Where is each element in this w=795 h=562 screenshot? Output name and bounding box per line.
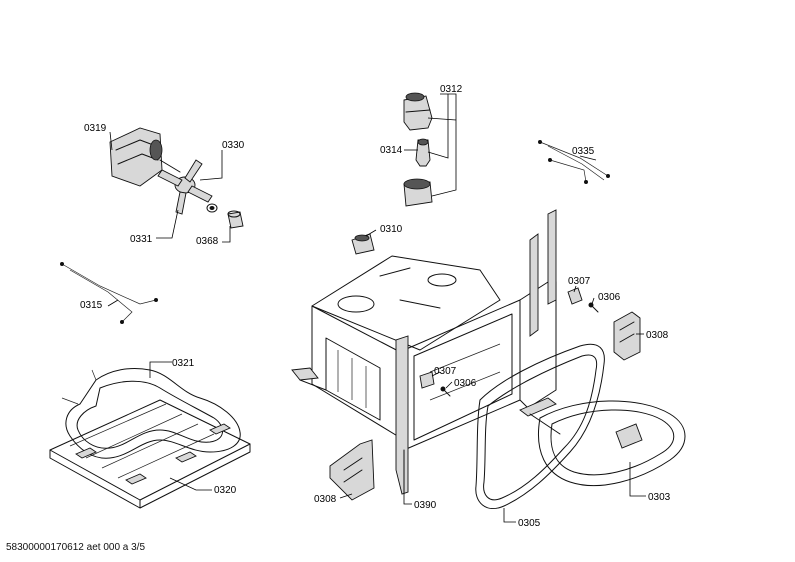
label-0307-mid: 0307: [434, 366, 457, 377]
bracket-0308-right: [613, 311, 641, 361]
label-0321: 0321: [172, 358, 195, 369]
label-0320: 0320: [214, 485, 237, 496]
label-0308-right: 0308: [646, 330, 669, 341]
nut-0368: [227, 210, 244, 229]
grill-element-0321: [61, 367, 241, 459]
label-0335: 0335: [572, 146, 595, 157]
screw-0306-mid: [440, 386, 451, 397]
wire-harness-0335: [538, 140, 610, 184]
bracket-0308-bottom: [329, 439, 375, 501]
washer: [206, 203, 218, 213]
label-0314: 0314: [380, 145, 403, 156]
label-0390: 0390: [414, 500, 437, 511]
wire-0315: [60, 262, 158, 324]
lamp-holder-0307-mid: [419, 371, 435, 389]
screw-0306-top: [588, 302, 599, 313]
label-0330: 0330: [222, 140, 245, 151]
label-0307-top: 0307: [568, 276, 591, 287]
label-0368: 0368: [196, 236, 219, 247]
drawing-reference-footer: 58300000170612 aet 000 a 3/5: [6, 542, 146, 553]
lamp-bulb-0314: [415, 138, 431, 167]
label-0331: 0331: [130, 234, 153, 245]
label-0319: 0319: [84, 123, 107, 134]
fan-wheel-0331: [157, 159, 213, 215]
label-0308-bottom: 0308: [314, 494, 337, 505]
door-seal-0305: [475, 343, 605, 509]
oven-cavity: [291, 209, 557, 495]
lamp-holder-0307-top: [567, 287, 583, 305]
label-0305: 0305: [518, 518, 541, 529]
label-0315: 0315: [80, 300, 103, 311]
leader-lines: [107, 93, 646, 523]
label-0312: 0312: [440, 84, 463, 95]
lamp-glass: [403, 178, 433, 207]
label-0306-mid: 0306: [454, 378, 477, 389]
part-labels: 0312 0319 0330 0314 0335 0331 0368 0310 …: [80, 84, 671, 529]
label-0310: 0310: [380, 224, 403, 235]
lamp-cover-0312: [403, 92, 433, 131]
heating-element-0303: [519, 397, 686, 487]
part-0310: [351, 233, 375, 255]
grill-tray-0320: [49, 399, 251, 509]
label-0306-top: 0306: [598, 292, 621, 303]
label-0303: 0303: [648, 492, 671, 503]
